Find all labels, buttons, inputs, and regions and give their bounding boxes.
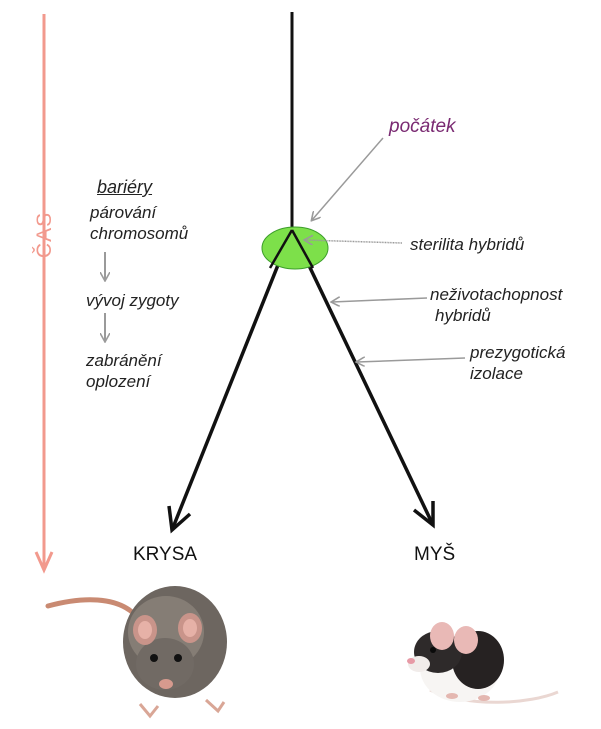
mouse-image (407, 622, 558, 702)
origin-label: počátek (389, 116, 456, 137)
barrier-item-fertilization-prevention: zabránění oplození (86, 350, 162, 392)
stage-label-line: sterilita hybridů (410, 234, 524, 255)
barrier-item-line: zabránění (86, 350, 162, 371)
mouse-lineage-arrow (292, 230, 433, 525)
barrier-item-line: chromosomů (90, 223, 188, 244)
barrier-item-line: vývoj zygoty (86, 290, 179, 311)
stage-label-prezygotic-isolation: prezygotická izolace (470, 342, 565, 384)
time-axis-label: ČAS (33, 200, 57, 270)
stage-label-line: izolace (470, 363, 565, 384)
barrier-item-chromosome-pairing: párování chromosomů (90, 202, 188, 244)
rat-lineage-arrow (169, 230, 292, 530)
inviability-pointer-arrow (332, 298, 427, 302)
stage-label-hybrid-inviability: neživotachopnost hybridů (430, 284, 562, 326)
barrier-item-line: párování (90, 202, 188, 223)
barriers-title: bariéry (97, 177, 152, 198)
species-label-mouse: MYŠ (414, 544, 455, 566)
time-axis-arrow (36, 14, 52, 570)
origin-pointer-arrow (312, 138, 383, 220)
stage-label-line: neživotachopnost (430, 284, 562, 305)
rat-image (48, 586, 227, 716)
species-label-rat: KRYSA (133, 544, 197, 566)
barrier-item-line: oplození (86, 371, 162, 392)
stage-label-line: hybridů (430, 305, 562, 326)
barrier-item-zygote-development: vývoj zygoty (86, 290, 179, 311)
stage-label-hybrid-sterility: sterilita hybridů (410, 234, 524, 255)
speciation-node (262, 227, 328, 269)
stage-label-line: prezygotická (470, 342, 565, 363)
prezygotic-pointer-arrow (357, 358, 465, 362)
